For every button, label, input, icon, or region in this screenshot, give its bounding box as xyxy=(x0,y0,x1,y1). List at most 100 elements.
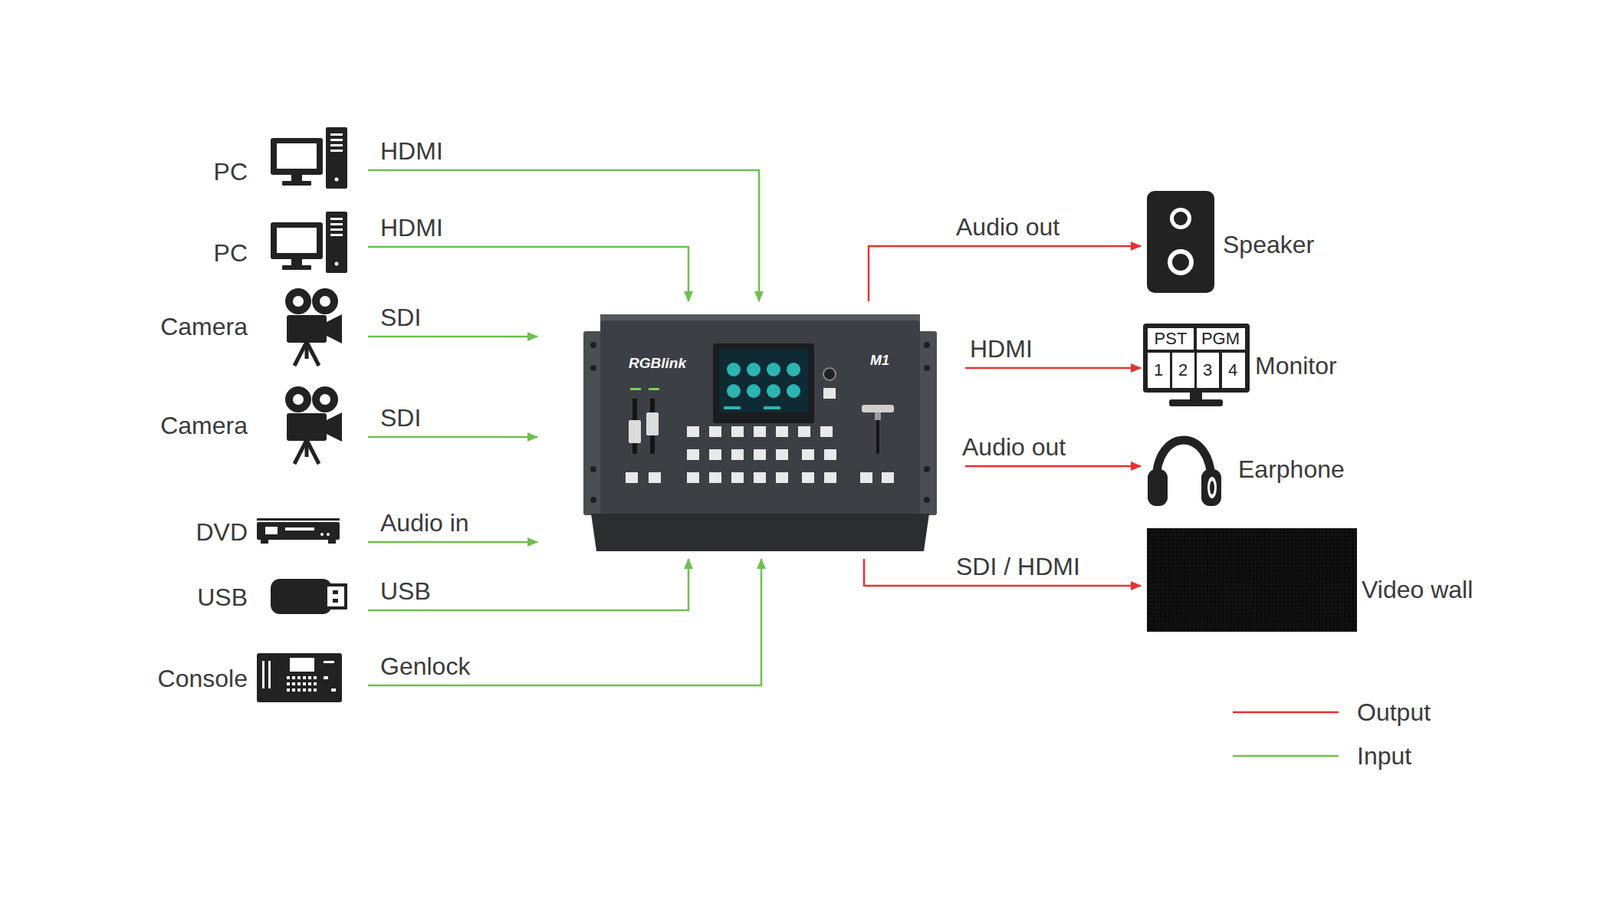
switcher-device xyxy=(731,472,744,483)
console-icon xyxy=(286,682,290,686)
switcher-device xyxy=(731,449,744,460)
switcher-device xyxy=(823,367,836,381)
speaker-icon xyxy=(1167,249,1194,276)
switcher-device xyxy=(746,362,761,377)
node-label: DVD xyxy=(195,518,248,547)
signal-label: Audio in xyxy=(380,509,470,538)
signal-label: Audio out xyxy=(962,433,1066,462)
earphone-icon xyxy=(1209,480,1215,495)
switcher-device xyxy=(753,472,766,483)
console-icon xyxy=(292,682,296,686)
signal-label: USB xyxy=(380,577,431,606)
switcher-device xyxy=(625,472,638,483)
monitor-icon xyxy=(1172,352,1195,388)
switcher-device xyxy=(753,426,766,437)
switcher-device xyxy=(766,362,781,377)
console-node: Console xyxy=(137,651,368,704)
video-wall-panel xyxy=(1146,528,1357,632)
switcher-device xyxy=(726,362,801,398)
switcher-device xyxy=(801,472,815,483)
switcher-device xyxy=(824,449,837,460)
dvd-icon xyxy=(256,522,340,540)
switcher-device xyxy=(775,426,789,437)
switcher-device xyxy=(860,472,873,483)
output-connector xyxy=(965,465,1141,468)
input-connector xyxy=(367,558,762,686)
dvd-icon xyxy=(326,532,330,536)
switcher-device xyxy=(874,412,881,421)
node-label: Video wall xyxy=(1361,575,1473,605)
switcher-device xyxy=(583,314,937,552)
speaker-icon xyxy=(1146,190,1215,293)
switcher-device xyxy=(726,362,741,377)
speaker-icon xyxy=(1173,211,1188,226)
console-icon xyxy=(286,688,290,692)
console-icon xyxy=(313,676,317,680)
monitor-icon xyxy=(1143,323,1250,393)
switcher-device xyxy=(686,426,700,437)
switcher-device xyxy=(823,387,836,399)
monitor-icon xyxy=(1147,352,1170,388)
input-connector xyxy=(367,246,689,302)
dvd-icon xyxy=(320,532,324,536)
switcher-device xyxy=(923,341,930,349)
usb-icon xyxy=(325,584,346,608)
model-logo: M1 xyxy=(870,352,890,369)
pc-node: PC xyxy=(137,127,368,189)
usb-icon xyxy=(270,578,346,615)
monitor-icon xyxy=(1196,352,1219,388)
switcher-device xyxy=(820,426,833,437)
switcher-device xyxy=(709,426,722,437)
switcher-device xyxy=(590,466,597,473)
switcher-device xyxy=(648,472,661,483)
legend-samples xyxy=(1232,712,1339,756)
switcher-device xyxy=(786,384,801,398)
dvd-icon xyxy=(256,518,340,544)
input-connector xyxy=(367,436,538,439)
signal-label: Genlock xyxy=(380,652,470,681)
switcher-device xyxy=(923,496,930,503)
signal-label: SDI / HDMI xyxy=(956,552,1081,582)
usb-icon xyxy=(332,598,339,603)
console-icon xyxy=(302,682,306,686)
speaker-icon xyxy=(1146,190,1215,293)
node-label: PC xyxy=(213,157,248,187)
console-icon xyxy=(308,682,312,686)
console-icon xyxy=(268,660,271,689)
console-icon xyxy=(302,676,306,680)
switcher-device xyxy=(824,472,837,483)
console-icon xyxy=(308,688,312,692)
switcher-device xyxy=(723,406,741,410)
switcher-device xyxy=(630,387,641,391)
console-icon xyxy=(308,676,312,680)
signal-label: HDMI xyxy=(969,335,1033,364)
pc-icon xyxy=(270,127,348,189)
switcher-device xyxy=(726,384,741,398)
signal-label: HDMI xyxy=(380,213,444,243)
legend-samples xyxy=(1232,755,1339,758)
screen-cell-number: 3 xyxy=(1202,360,1213,380)
monitor-icon xyxy=(1196,328,1246,350)
camera-node: Camera xyxy=(137,385,368,466)
switcher-device xyxy=(646,412,659,436)
screen-cell-number: 4 xyxy=(1228,360,1238,380)
console-icon xyxy=(286,676,290,680)
monitor-icon xyxy=(1147,328,1194,350)
switcher-device xyxy=(798,426,811,437)
switcher-device xyxy=(881,472,894,483)
legend-samples xyxy=(1232,711,1339,714)
switcher-device xyxy=(712,343,815,424)
input-connector xyxy=(367,541,538,544)
dvd-icon xyxy=(256,518,340,521)
input-connector xyxy=(367,335,538,339)
signal-label: SDI xyxy=(380,404,421,433)
earphone-icon xyxy=(1201,469,1222,506)
switcher-device xyxy=(746,384,761,398)
switcher-device xyxy=(923,466,930,473)
dvd-icon xyxy=(260,539,269,544)
switcher-device xyxy=(709,472,722,483)
switcher-node: RGBlinkM1 xyxy=(537,301,966,559)
switcher-device xyxy=(861,404,894,413)
console-icon xyxy=(297,682,301,686)
